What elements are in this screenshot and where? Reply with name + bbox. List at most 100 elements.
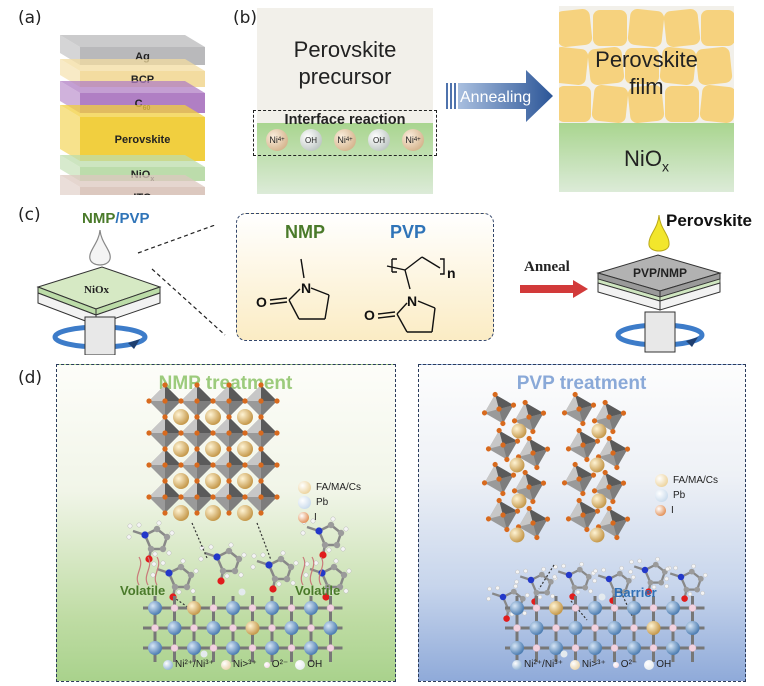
perovskite-grain — [663, 8, 701, 48]
legend-swatch-icon — [263, 661, 270, 668]
iodide-atom — [580, 512, 586, 518]
iodide-atom — [496, 406, 502, 412]
oxygen-atom — [688, 644, 697, 652]
ni-atom — [549, 641, 563, 655]
iodide-atom — [534, 464, 540, 471]
iodide-atom — [481, 480, 488, 486]
oxygen-atom — [649, 604, 658, 612]
iodide-atom — [584, 526, 590, 533]
ni-high-valence-atom — [245, 621, 260, 635]
iodide-atom — [481, 410, 488, 416]
iodide-atom — [210, 462, 216, 468]
legend-label: OH — [307, 659, 323, 670]
ni-atom — [323, 621, 338, 635]
iodide-atom — [606, 435, 612, 442]
iodide-atom — [584, 456, 590, 463]
legend-swatch-icon — [163, 659, 173, 670]
perovskite-grain — [593, 10, 627, 46]
legend-swatch-icon — [569, 659, 580, 670]
anneal-arrow — [520, 280, 588, 298]
perovskite-grain — [665, 86, 699, 122]
a-site-cation — [591, 493, 607, 509]
solvent-molecule — [126, 520, 175, 563]
iodide-atom — [226, 462, 232, 468]
perovskite-grain — [627, 8, 665, 48]
pbi6-octahedron — [178, 382, 216, 420]
a-site-cation — [509, 457, 525, 473]
iodide-atom — [610, 428, 616, 435]
iodide-atom — [620, 410, 627, 416]
nmp-treatment-illustration — [126, 382, 352, 662]
lattice-legend-item: O²⁻ — [263, 659, 289, 670]
svg-text:n: n — [447, 265, 456, 281]
iodide-atom — [194, 414, 200, 420]
iodide-atom — [146, 398, 152, 404]
oxygen-atom — [571, 644, 580, 652]
iodide-atom — [178, 398, 184, 404]
iodide-atom — [226, 430, 232, 436]
pbi6-octahedron — [565, 497, 601, 533]
iodide-atom — [580, 490, 586, 497]
pbi6-octahedron — [565, 427, 601, 463]
a-site-cation — [205, 473, 221, 489]
legend-label: O²⁻ — [271, 659, 289, 670]
legend-label: Pb — [673, 490, 686, 501]
ni-atom — [510, 641, 524, 655]
iodide-atom — [162, 478, 168, 484]
solvent-molecule — [150, 558, 199, 601]
oxygen-atom — [151, 624, 159, 632]
iodide-atom — [522, 469, 528, 476]
oxygen-atom — [513, 624, 521, 632]
pbi6-octahedron — [210, 446, 248, 484]
iodide-atom — [500, 512, 506, 518]
a-site-cation — [511, 423, 527, 439]
lattice-legend-item: OH — [644, 659, 671, 670]
iodide-atom — [162, 510, 168, 516]
iodide-atom — [258, 414, 264, 420]
solution-drop-icon — [89, 229, 111, 266]
iodide-atom — [258, 510, 264, 516]
legend-swatch-icon — [655, 489, 668, 502]
iodide-atom — [526, 484, 532, 490]
iodide-atom — [624, 516, 631, 522]
legend-swatch-icon — [220, 659, 231, 670]
ni-atom — [187, 641, 201, 655]
ni-atom — [627, 641, 641, 655]
iodide-atom — [576, 406, 582, 412]
iodide-atom — [614, 464, 620, 471]
ni-atom — [588, 601, 602, 615]
iodide-atom — [510, 402, 517, 408]
legend-item: I — [655, 503, 718, 518]
iodide-atom — [565, 446, 572, 452]
legend-label: I — [671, 505, 674, 516]
pbi6-octahedron — [515, 505, 551, 541]
rotation-arrow-icon — [128, 339, 140, 349]
iodide-atom — [162, 414, 168, 420]
oxygen-atom — [532, 604, 541, 612]
annealing-label: Annealing — [460, 89, 531, 106]
ni-high-valence-atom — [187, 601, 201, 615]
volatile-wave-icon — [136, 556, 160, 586]
hydroxyl-group — [560, 650, 568, 658]
pbi6-octahedron — [242, 478, 280, 516]
perovskite-grain — [701, 10, 734, 46]
iodide-atom — [576, 427, 582, 434]
svg-text:N: N — [407, 293, 417, 309]
spin-coater-left: NiOx — [36, 225, 226, 355]
lattice-legend-item: Ni>³⁺ — [569, 659, 606, 670]
oxygen-atom — [630, 624, 638, 632]
iodide-atom — [226, 510, 232, 516]
iodide-atom — [258, 478, 264, 484]
iodide-atom — [194, 494, 200, 500]
iodide-atom — [258, 446, 264, 452]
lattice-legend-item: Ni²⁺/Ni³⁺ — [163, 659, 214, 670]
iodide-atom — [572, 391, 578, 398]
solvent-molecule — [250, 550, 299, 593]
lattice-legend-item: OH — [295, 659, 322, 670]
a-site-cation — [173, 505, 189, 521]
iodide-atom — [572, 461, 578, 468]
oxygen-atom — [190, 624, 198, 632]
solvent-molecule — [552, 561, 596, 600]
oxygen-atom — [248, 644, 257, 652]
